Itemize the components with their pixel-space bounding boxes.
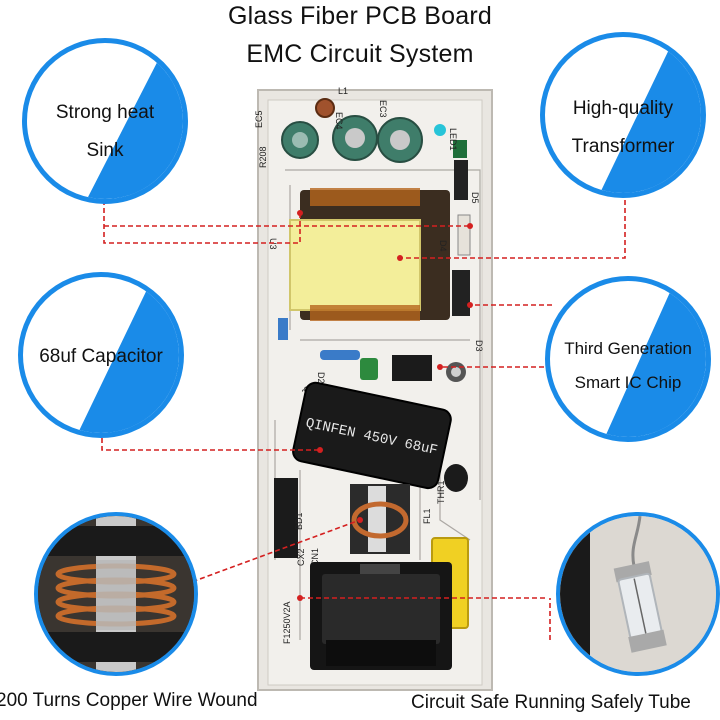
label-ec4: EC4: [334, 112, 344, 130]
badge-fill: [78, 277, 179, 433]
label-fuse: F1250V2A: [282, 601, 292, 644]
transformer: [289, 188, 450, 321]
label-ec3: EC3: [378, 100, 388, 118]
label-r208: R208: [258, 146, 268, 168]
page-title-line1: Glass Fiber PCB Board: [227, 2, 492, 30]
label-d2: D2: [316, 372, 326, 384]
bulk-capacitor: QINFEN 450V 68uF: [292, 381, 452, 490]
label-fl1: FL1: [422, 508, 432, 524]
pcb-board: EC5 R208 EC4 EC3 LED1 L1 D5 D4 D3 U3 Q1 …: [254, 86, 493, 691]
badge-fill: [605, 281, 706, 437]
callout-ic-chip-line1: Third Generation: [564, 339, 692, 358]
caption-safety-tube: Circuit Safe Running Safely Tube: [411, 692, 691, 713]
callout-ic-chip: Third Generation Smart IC Chip: [545, 276, 711, 442]
copper-wire-photo: [34, 512, 198, 676]
callout-ic-chip-line2: Smart IC Chip: [574, 373, 682, 392]
label-ec5: EC5: [254, 110, 264, 128]
callout-heat-sink-line1: Strong heat: [55, 102, 155, 123]
label-thr1: THR1: [436, 480, 446, 504]
callout-transformer-line1: High-quality: [572, 98, 674, 119]
fuse-illustration: [560, 516, 716, 672]
choke-illustration: [38, 516, 194, 672]
callout-heat-sink-line2: Sink: [86, 140, 124, 161]
label-cn1: CN1: [310, 548, 320, 566]
label-bd1: BD1: [294, 512, 304, 530]
label-led1: LED1: [448, 128, 458, 151]
page-title-line2: EMC Circuit System: [246, 40, 474, 68]
callout-capacitor: 68uf Capacitor: [18, 272, 184, 438]
caption-copper-wire: 200 Turns Copper Wire Wound: [0, 690, 258, 711]
label-l1: L1: [338, 86, 348, 96]
badge-fill: [87, 43, 183, 199]
label-cx2: CX2: [296, 548, 306, 566]
badge-fill: [600, 37, 701, 193]
callout-transformer: High-quality Transformer: [540, 32, 706, 198]
safety-tube-photo: [556, 512, 720, 676]
label-d5: D5: [470, 192, 480, 204]
leader-lines: [101, 192, 626, 640]
callout-heat-sink: Strong heat Sink: [22, 38, 188, 204]
ac-connector: [310, 562, 452, 670]
label-d3: D3: [474, 340, 484, 352]
callout-transformer-line2: Transformer: [571, 136, 675, 157]
label-d4: D4: [438, 240, 448, 252]
callout-capacitor-line1: 68uf Capacitor: [39, 346, 163, 367]
